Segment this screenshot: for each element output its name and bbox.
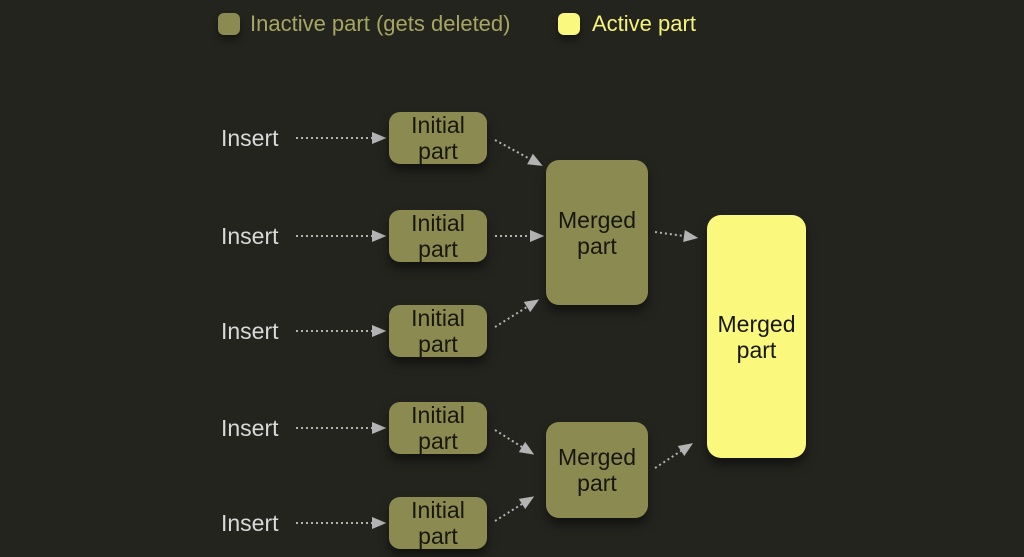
insert-label-3: Insert [221, 318, 279, 344]
arrow-initial4-merged2 [494, 429, 535, 455]
insert-label-5: Insert [221, 510, 279, 536]
legend-label-active: Active part [592, 11, 696, 36]
insert-label-1: Insert [221, 125, 279, 151]
initial-part-node-1: Initial part [389, 112, 487, 164]
merged-part-node-2: Merged part [546, 422, 648, 518]
initial-part-node-2: Initial part [389, 210, 487, 262]
arrow-merged1-final [654, 230, 699, 242]
legend-swatch-active [558, 13, 580, 35]
insert-label-4: Insert [221, 415, 279, 441]
initial-part-node-3: Initial part [389, 305, 487, 357]
initial-part-node-4: Initial part [389, 402, 487, 454]
legend-swatch-inactive [218, 13, 240, 35]
arrow-initial1-merged1 [494, 139, 543, 166]
arrow-initial5-merged2 [494, 496, 535, 522]
arrow-initial3-merged1 [494, 299, 540, 328]
legend-label-inactive: Inactive part (gets deleted) [250, 11, 511, 36]
arrow-merged2-final [654, 443, 694, 469]
initial-part-node-5: Initial part [389, 497, 487, 549]
final-merged-part-node: Merged part [707, 215, 806, 458]
insert-label-2: Insert [221, 223, 279, 249]
merged-part-node-1: Merged part [546, 160, 648, 305]
